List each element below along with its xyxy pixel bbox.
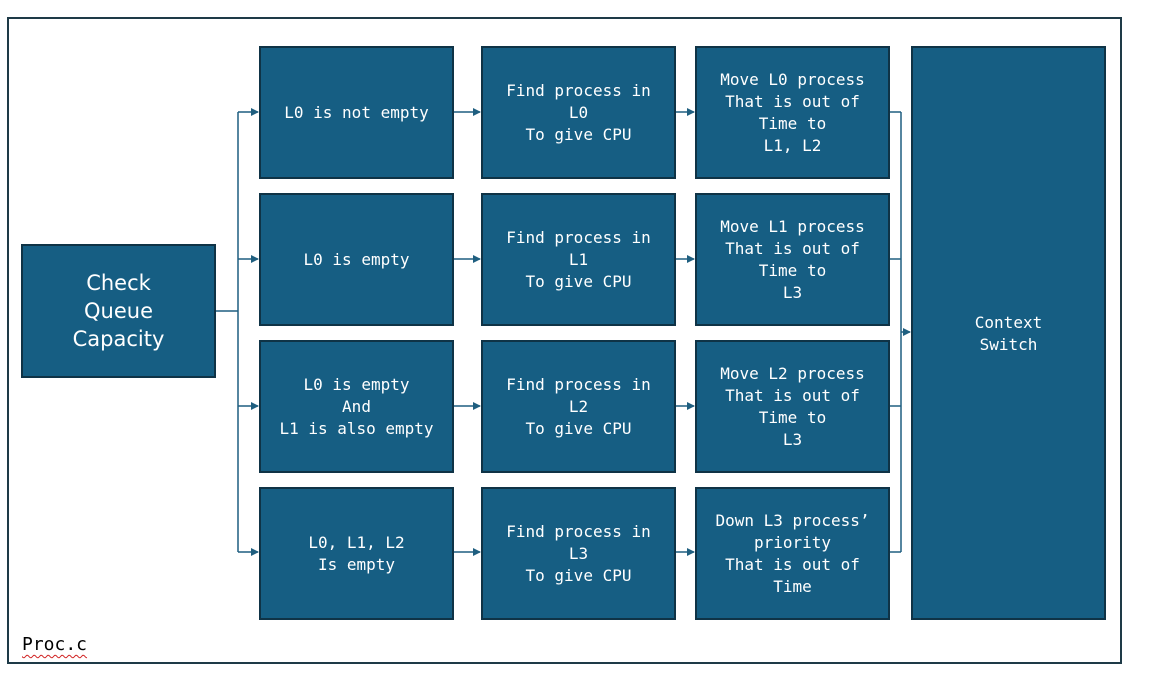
find-process-label-2: Find process in L1 To give CPU: [506, 227, 651, 291]
condition-label-3: L0 is empty And L1 is also empty: [279, 374, 434, 438]
move-process-label-2: Move L1 process That is out of Time to L…: [720, 216, 865, 302]
condition-box-4: L0, L1, L2 Is empty: [259, 487, 454, 620]
move-process-box-2: Move L1 process That is out of Time to L…: [695, 193, 890, 326]
condition-label-4: L0, L1, L2 Is empty: [308, 532, 405, 574]
move-process-box-4: Down L3 process’ priority That is out of…: [695, 487, 890, 620]
move-process-label-1: Move L0 process That is out of Time to L…: [720, 69, 865, 155]
move-process-box-1: Move L0 process That is out of Time to L…: [695, 46, 890, 179]
find-process-label-3: Find process in L2 To give CPU: [506, 374, 651, 438]
condition-box-3: L0 is empty And L1 is also empty: [259, 340, 454, 473]
find-process-label-1: Find process in L0 To give CPU: [506, 80, 651, 144]
condition-label-2: L0 is empty: [303, 249, 410, 269]
condition-box-1: L0 is not empty: [259, 46, 454, 179]
move-process-label-3: Move L2 process That is out of Time to L…: [720, 363, 865, 449]
find-process-label-4: Find process in L3 To give CPU: [506, 521, 651, 585]
move-process-label-4: Down L3 process’ priority That is out of…: [715, 510, 870, 596]
find-process-box-2: Find process in L1 To give CPU: [481, 193, 676, 326]
move-process-box-3: Move L2 process That is out of Time to L…: [695, 340, 890, 473]
context-switch-box: Context Switch: [911, 46, 1106, 620]
check-queue-capacity-box: Check Queue Capacity: [21, 244, 216, 378]
context-switch-label: Context Switch: [974, 313, 1043, 354]
find-process-box-4: Find process in L3 To give CPU: [481, 487, 676, 620]
condition-box-2: L0 is empty: [259, 193, 454, 326]
find-process-box-1: Find process in L0 To give CPU: [481, 46, 676, 179]
condition-label-1: L0 is not empty: [284, 102, 429, 122]
check-queue-capacity-label: Check Queue Capacity: [72, 271, 165, 351]
find-process-box-3: Find process in L2 To give CPU: [481, 340, 676, 473]
file-name-label: Proc.c: [22, 634, 88, 655]
